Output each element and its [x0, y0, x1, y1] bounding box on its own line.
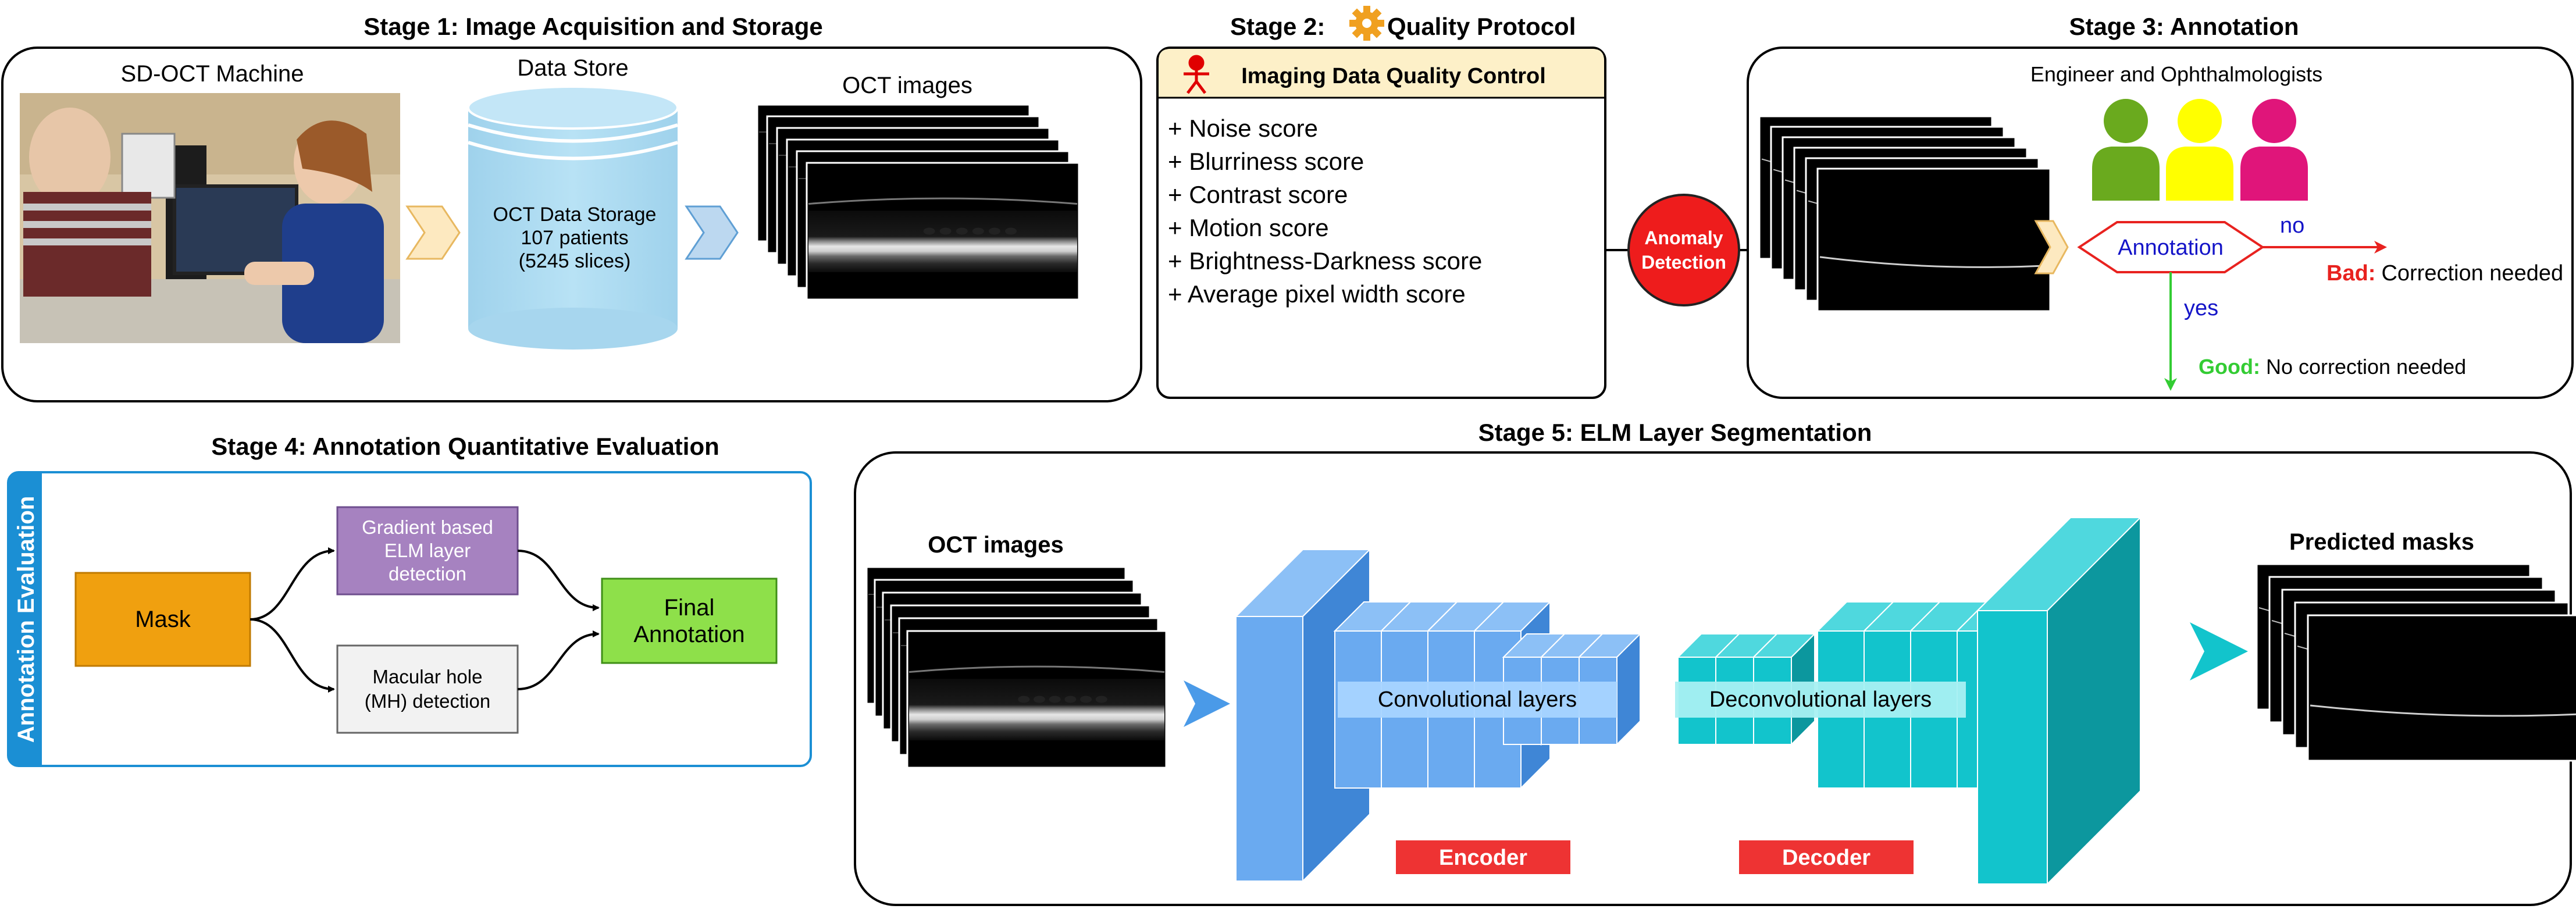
mask-box	[74, 572, 251, 667]
oct-slice	[906, 630, 1167, 769]
annotation-decision-label: Annotation	[2118, 236, 2224, 260]
score-item: + Motion score	[1168, 214, 1329, 241]
input-arrow-icon	[1184, 680, 1230, 727]
decoder-blocks	[1676, 516, 2142, 886]
annotator-group-icon	[2092, 99, 2308, 201]
good-outcome: Good:No correction needed	[2199, 355, 2466, 379]
score-item: + Blurriness score	[1168, 148, 1364, 175]
predicted-masks-label: Predicted masks	[2289, 529, 2474, 555]
mask-image-stack	[2256, 563, 2576, 762]
stage3-title: Stage 3: Annotation	[2069, 13, 2299, 40]
stage5-input-label: OCT images	[928, 532, 1063, 558]
person-icon	[1184, 55, 1209, 94]
anomaly-line2: Detection	[1641, 252, 1726, 273]
gradient-line1: Gradient based	[362, 516, 493, 538]
machine-label: SD-OCT Machine	[121, 61, 304, 87]
mask-label: Mask	[135, 607, 191, 632]
team-label: Engineer and Ophthalmologists	[2030, 62, 2322, 86]
bad-label: Bad:	[2326, 261, 2375, 286]
sd-oct-photo	[20, 93, 400, 343]
mh-line2: (MH) detection	[365, 690, 490, 712]
stage1-title: Stage 1: Image Acquisition and Storage	[364, 13, 823, 40]
conv-label: Convolutional layers	[1378, 687, 1577, 712]
score-item: + Noise score	[1168, 115, 1318, 142]
storage-line3: (5245 slices)	[519, 250, 631, 272]
oct-image-stack	[756, 104, 1080, 301]
decoder-label: Decoder	[1782, 846, 1870, 870]
anomaly-line1: Anomaly	[1644, 227, 1723, 248]
gradient-line3: detection	[389, 563, 466, 584]
mh-line1: Macular hole	[373, 666, 483, 687]
quality-header: Imaging Data Quality Control	[1241, 64, 1546, 88]
mask-slice	[2307, 614, 2576, 762]
oct-slice	[806, 162, 1080, 301]
chevron-arrow-icon	[405, 205, 461, 260]
mh-detection-box	[336, 644, 519, 734]
score-item: + Average pixel width score	[1168, 280, 1466, 308]
quality-header-band	[1159, 49, 1604, 98]
yes-label: yes	[2184, 296, 2218, 320]
deconv-label-box	[1675, 682, 1966, 718]
encoder-label: Encoder	[1439, 846, 1527, 870]
data-storage-cylinder	[467, 85, 679, 350]
oct-images-label: OCT images	[842, 73, 972, 98]
deconv-label: Deconvolutional layers	[1709, 687, 1932, 712]
stage2-title-prefix: Stage 2:	[1230, 13, 1325, 40]
decoder-tag	[1739, 840, 1914, 874]
score-list: + Noise score + Blurriness score + Contr…	[1168, 115, 1482, 308]
final-line1: Final	[664, 595, 715, 621]
output-arrow-icon	[2190, 622, 2248, 680]
no-label: no	[2280, 213, 2304, 238]
gradient-elm-box	[336, 506, 519, 596]
stage2-panel	[1156, 47, 1606, 399]
storage-line2: 107 patients	[521, 227, 628, 249]
final-line2: Annotation	[633, 622, 744, 647]
evaluation-connectors	[250, 547, 600, 693]
layer-block	[1976, 516, 2142, 886]
mask-image-stack	[1758, 115, 2051, 312]
stage5-title: Stage 5: ELM Layer Segmentation	[1478, 419, 1872, 446]
chevron-arrow-icon	[2034, 220, 2069, 275]
score-item: + Brightness-Darkness score	[1168, 247, 1482, 275]
score-item: + Contrast score	[1168, 181, 1348, 208]
good-label: Good:	[2199, 355, 2260, 379]
stage3-panel	[1747, 47, 2574, 399]
evaluation-side-label: Annotation Evaluation	[13, 496, 39, 743]
gradient-line2: ELM layer	[384, 540, 471, 561]
bad-outcome: Bad:Correction needed	[2326, 261, 2563, 286]
mask-slice	[1816, 167, 2051, 312]
stage1-panel	[1, 47, 1142, 402]
good-text: No correction needed	[2266, 355, 2466, 379]
gear-icon	[1349, 6, 1384, 41]
oct-image-stack	[865, 566, 1167, 769]
stage4-title: Stage 4: Annotation Quantitative Evaluat…	[211, 433, 719, 460]
conv-label-box	[1338, 682, 1617, 718]
storage-line1: OCT Data Storage	[493, 204, 657, 226]
bad-text: Correction needed	[2381, 261, 2563, 286]
stage2-title-suffix: Quality Protocol	[1387, 13, 1576, 40]
datastore-label: Data Store	[517, 55, 628, 81]
final-annotation-box	[601, 578, 778, 664]
chevron-arrow-icon	[685, 205, 739, 260]
anomaly-detection-node	[1627, 194, 1740, 306]
encoder-tag	[1396, 840, 1570, 874]
